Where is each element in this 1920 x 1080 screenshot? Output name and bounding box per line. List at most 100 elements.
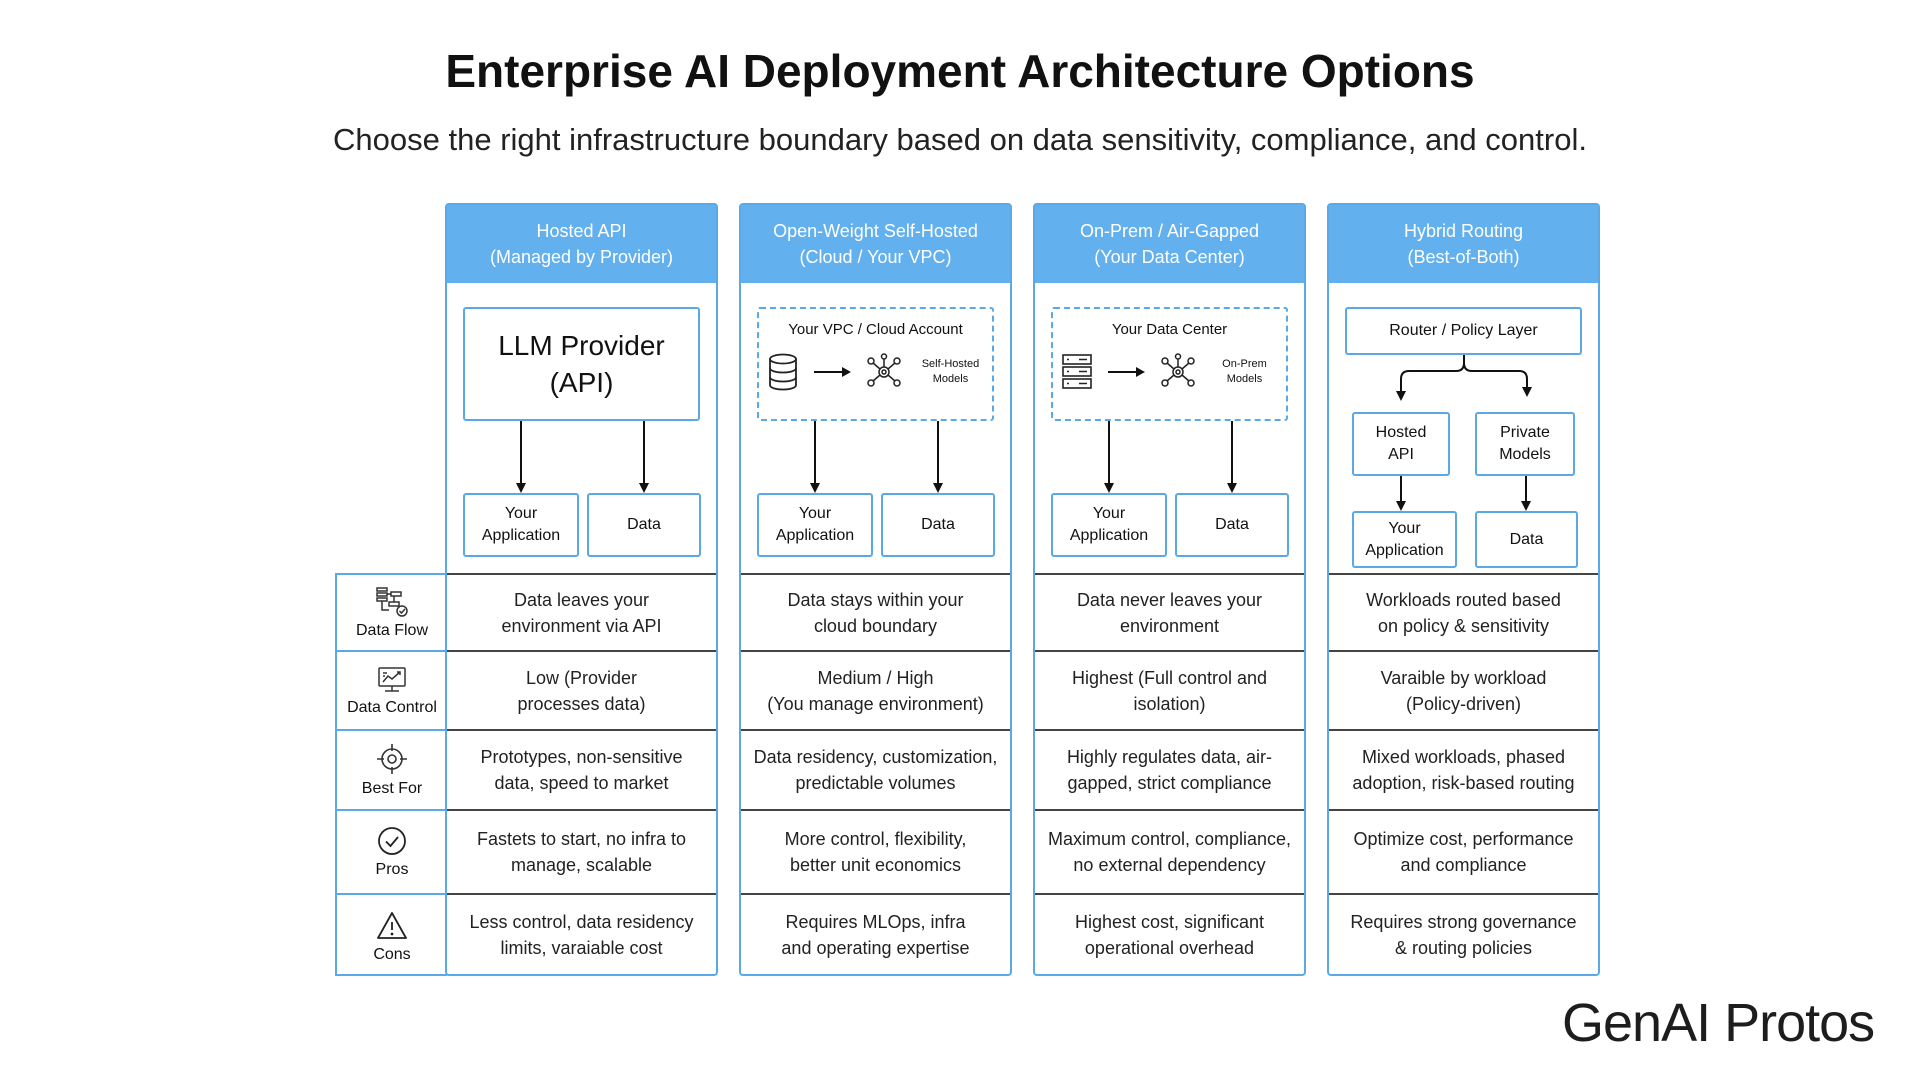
cell-line: Requires MLOps, infra bbox=[785, 911, 966, 932]
column-hybrid-routing: Hybrid Routing (Best-of-Both) Router / P… bbox=[1327, 203, 1600, 976]
column-header-title: Hosted API bbox=[536, 221, 627, 241]
page-title: Enterprise AI Deployment Architecture Op… bbox=[445, 45, 1475, 97]
data-box: Data bbox=[881, 493, 995, 557]
models-label: Models bbox=[1226, 373, 1263, 385]
best-for-cell: Data residency, customization, predictabl… bbox=[741, 729, 1010, 809]
warning-icon bbox=[377, 911, 407, 939]
cell-line: Workloads routed based bbox=[1366, 589, 1561, 610]
box-label: LLM Provider bbox=[498, 330, 665, 361]
column-header: Hybrid Routing (Best-of-Both) bbox=[1329, 205, 1598, 283]
column-header: Hosted API (Managed by Provider) bbox=[447, 205, 716, 283]
cell-line: Data stays within your bbox=[787, 589, 964, 610]
cell-line: & routing policies bbox=[1394, 937, 1533, 958]
your-application-box: Your Application bbox=[1352, 511, 1457, 568]
data-control-cell: Low (Provider processes data) bbox=[447, 650, 716, 729]
routing-arrows bbox=[1396, 355, 1532, 511]
data-box: Data bbox=[1175, 493, 1289, 557]
box-label: Data bbox=[1215, 516, 1249, 533]
data-center-boundary-box: Your Data Center On-Prem Model bbox=[1051, 307, 1288, 421]
cell-line: operational overhead bbox=[1084, 937, 1255, 958]
box-label: API bbox=[1388, 446, 1414, 463]
data-box: Data bbox=[587, 493, 701, 557]
column-header-title: On-Prem / Air-Gapped bbox=[1079, 221, 1260, 241]
row-label-cons: Cons bbox=[337, 893, 447, 978]
cell-line: Data leaves your bbox=[513, 589, 650, 610]
row-label-text: Data Control bbox=[347, 698, 437, 716]
row-label-data-control: Data Control bbox=[337, 650, 447, 729]
box-label: Your bbox=[1388, 519, 1421, 537]
cell-line: Data residency, customization, bbox=[753, 747, 998, 767]
box-label: Router / Policy Layer bbox=[1389, 322, 1538, 339]
cell-line: on policy & sensitivity bbox=[1377, 615, 1550, 636]
box-label: Application bbox=[1365, 541, 1444, 559]
box-label: Your bbox=[798, 505, 832, 522]
cell-line: environment via API bbox=[501, 615, 662, 636]
your-application-box: Your Application bbox=[757, 493, 873, 557]
data-flow-cell: Workloads routed based on policy & sensit… bbox=[1329, 573, 1598, 650]
cell-line: isolation) bbox=[1133, 693, 1206, 714]
pros-cell: Maximum control, compliance,no external … bbox=[1035, 809, 1304, 893]
models-label: Self-Hosted bbox=[921, 358, 980, 370]
data-flow-cell: Data leaves your environment via API bbox=[447, 573, 716, 650]
row-label-text: Cons bbox=[373, 945, 411, 963]
box-label: Models bbox=[1499, 446, 1551, 463]
your-application-box: Your Application bbox=[463, 493, 579, 557]
cell-line: cloud boundary bbox=[813, 615, 938, 636]
server-rack-icon bbox=[1061, 354, 1092, 389]
cell-line: Highly regulates data, air- bbox=[1066, 747, 1273, 767]
best-for-cell: Highly regulates data, air-gapped, stric… bbox=[1035, 729, 1304, 809]
data-control-icon bbox=[378, 666, 406, 692]
data-flow-cell: Data stays within your cloud boundary bbox=[741, 573, 1010, 650]
box-label: Application bbox=[481, 527, 561, 544]
cons-cell: Highest cost, significant operational ove… bbox=[1035, 893, 1304, 974]
row-label-text: Data Flow bbox=[355, 621, 429, 639]
column-on-prem: On-Prem / Air-Gapped (Your Data Center) … bbox=[1033, 203, 1306, 976]
flow-arrows bbox=[810, 421, 943, 493]
models-label: Models bbox=[932, 373, 969, 385]
cell-line: environment bbox=[1119, 615, 1220, 636]
box-label: Your bbox=[504, 505, 538, 522]
cell-line: adoption, risk-based routing bbox=[1352, 773, 1575, 793]
boundary-label: Your VPC / Cloud Account bbox=[788, 321, 963, 338]
cell-line: no external dependency bbox=[1073, 855, 1266, 875]
vpc-boundary-box: Your VPC / Cloud Account Se bbox=[757, 307, 994, 421]
arrow-right-icon bbox=[1108, 367, 1146, 377]
cell-line: Fastets to start, no infra to bbox=[476, 829, 687, 849]
arrow-right-icon bbox=[814, 367, 852, 377]
flow-arrows bbox=[516, 421, 649, 493]
cell-line: data, speed to market bbox=[494, 773, 669, 793]
cell-line: Requires strong governance bbox=[1350, 911, 1577, 932]
cell-line: Optimize cost, performance bbox=[1353, 829, 1574, 849]
box-label: Application bbox=[775, 527, 855, 544]
router-policy-box: Router / Policy Layer bbox=[1345, 307, 1582, 355]
box-label: Hosted bbox=[1375, 424, 1427, 441]
box-label: Your bbox=[1092, 505, 1126, 522]
row-label-best-for: Best For bbox=[337, 729, 447, 809]
column-header-subtitle: (Cloud / Your VPC) bbox=[799, 247, 952, 267]
pros-cell: Fastets to start, no infra to manage, sca… bbox=[447, 809, 716, 893]
data-flow-icon bbox=[376, 586, 408, 617]
column-header-subtitle: (Managed by Provider) bbox=[489, 247, 674, 267]
genai-protos-logo: GenAI Protos bbox=[1562, 993, 1875, 1053]
pros-cell: More control, flexibility,better unit ec… bbox=[741, 809, 1010, 893]
cell-line: Highest cost, significant bbox=[1074, 911, 1265, 932]
cell-line: Low (Provider bbox=[525, 667, 638, 688]
row-label-pros: Pros bbox=[337, 809, 447, 893]
cell-line: and compliance bbox=[1400, 855, 1527, 875]
data-flow-cell: Data never leaves your environment bbox=[1035, 573, 1304, 650]
cell-line: better unit economics bbox=[789, 855, 962, 875]
cell-line: predictable volumes bbox=[795, 773, 956, 793]
box-label: Private bbox=[1500, 424, 1550, 441]
network-model-icon bbox=[1161, 353, 1195, 387]
cell-line: Data never leaves your bbox=[1076, 589, 1263, 610]
cell-line: processes data) bbox=[517, 693, 646, 714]
flow-arrows bbox=[1104, 421, 1237, 493]
cell-line: and operating expertise bbox=[781, 937, 970, 958]
row-label-text: Pros bbox=[375, 861, 409, 878]
pros-cell: Optimize cost, performance and compliance bbox=[1329, 809, 1598, 893]
cell-line: manage, scalable bbox=[510, 855, 653, 875]
page-subtitle: Choose the right infrastructure boundary… bbox=[333, 122, 1587, 157]
